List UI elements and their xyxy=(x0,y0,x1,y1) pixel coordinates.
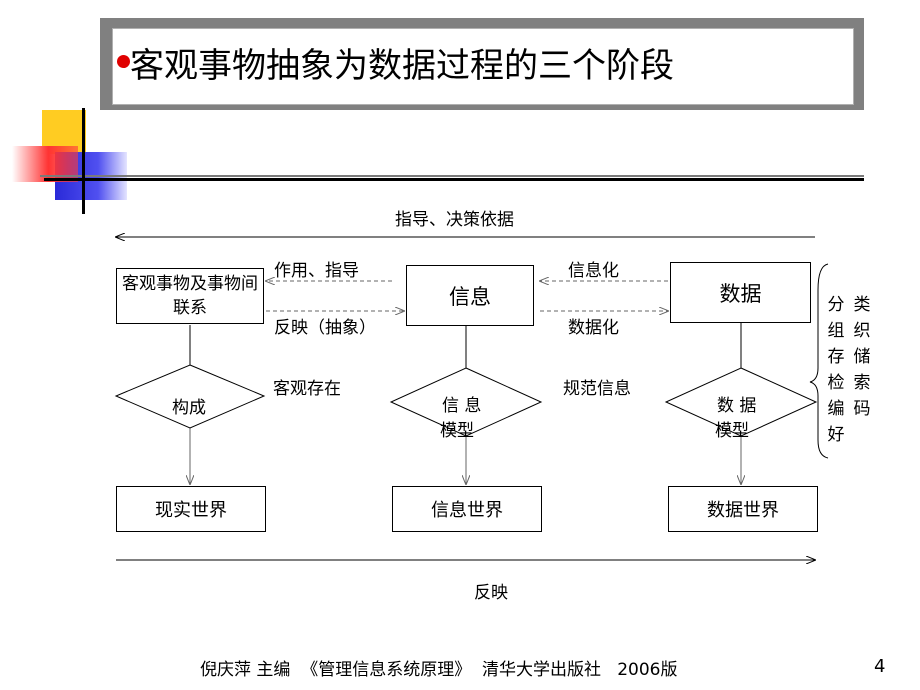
top-label: 指导、决策依据 xyxy=(395,210,514,230)
side-column-1: 分 组 存 检 编 好 xyxy=(827,295,845,445)
objective-exist-label: 客观存在 xyxy=(273,379,341,399)
footer-citation: 倪庆萍 主编 《管理信息系统原理》 清华大学出版社 2006版 xyxy=(200,660,678,680)
deco-vertical-line xyxy=(82,108,85,214)
side-column-2: 类 织 储 索 码 xyxy=(853,295,871,419)
data-box: 数据 xyxy=(670,262,811,323)
deco-grey-line xyxy=(40,175,864,177)
compose-label: 构成 xyxy=(172,398,206,418)
info-box: 信息 xyxy=(406,265,534,326)
objective-box: 客观事物及事物间联系 xyxy=(116,268,264,324)
slide-title: 客观事物抽象为数据过程的三个阶段 xyxy=(130,46,674,86)
informatize-label: 信息化 xyxy=(568,261,619,281)
page-number: 4 xyxy=(874,656,886,677)
datafy-label: 数据化 xyxy=(568,318,619,338)
diamond-data-model xyxy=(664,367,818,437)
title-box xyxy=(112,28,854,105)
deco-horizontal-line xyxy=(44,178,864,181)
real-world-box: 现实世界 xyxy=(116,486,266,532)
diamond-compose xyxy=(114,364,266,429)
effect-guide-label: 作用、指导 xyxy=(274,261,359,281)
bullet-icon xyxy=(117,55,130,68)
info-model-label-1: 信 息 xyxy=(442,396,482,416)
info-world-box: 信息世界 xyxy=(392,486,542,532)
right-brace xyxy=(809,263,829,459)
data-model-label-1: 数 据 xyxy=(717,396,757,416)
reflect-label: 反映（抽象） xyxy=(274,318,376,338)
data-world-box: 数据世界 xyxy=(668,486,818,532)
diamond-info-model xyxy=(389,367,543,437)
info-model-label-2: 模型 xyxy=(440,421,474,441)
standard-info-label: 规范信息 xyxy=(563,379,631,399)
bottom-label: 反映 xyxy=(474,583,508,603)
data-model-label-2: 模型 xyxy=(715,421,749,441)
